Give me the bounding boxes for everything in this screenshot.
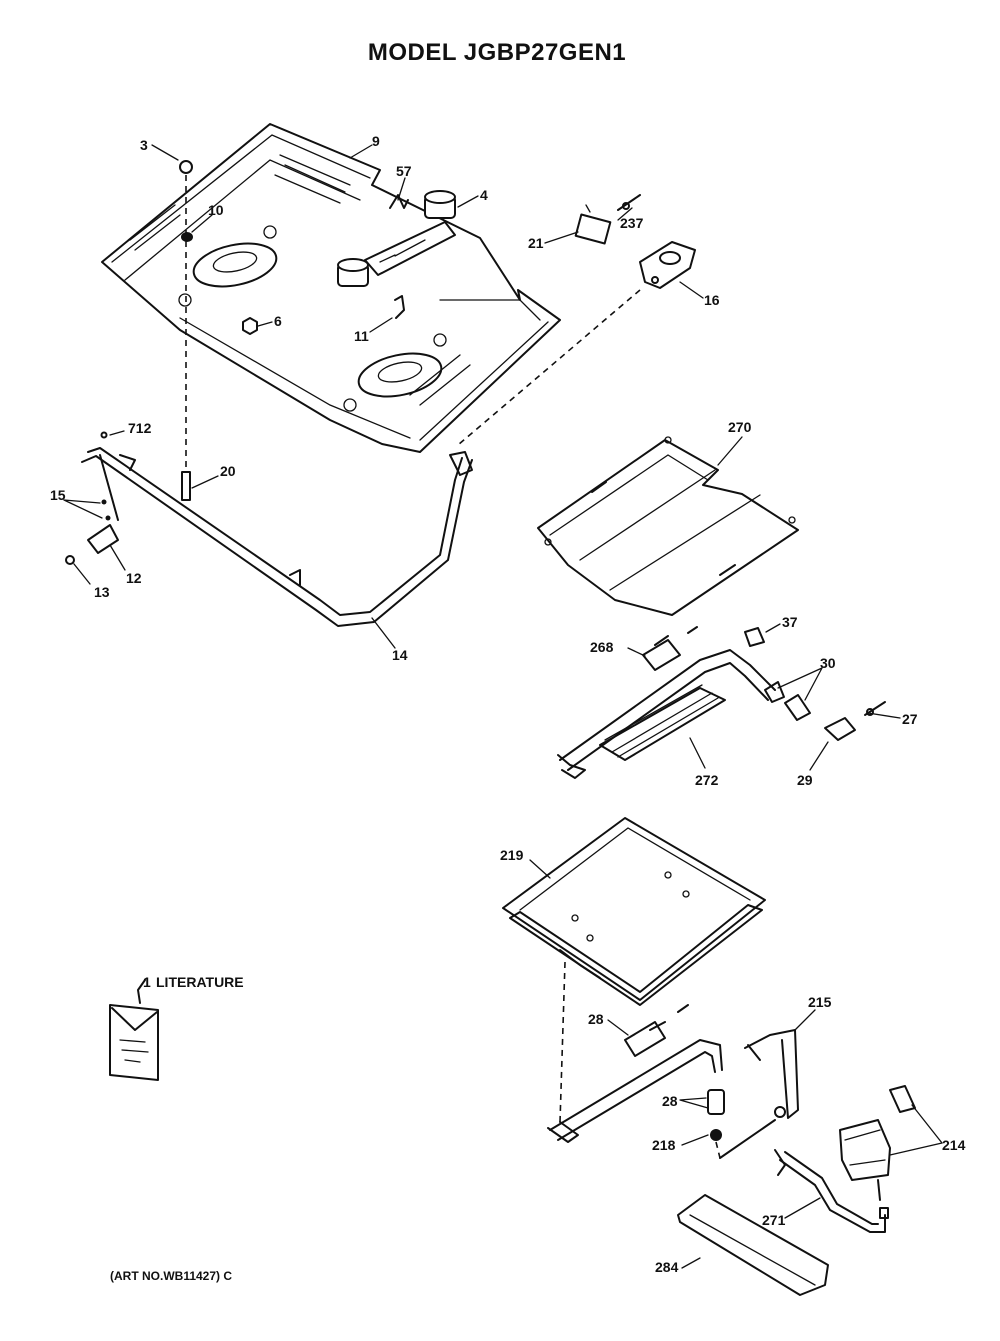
callout-6: 6 [274, 313, 282, 329]
callout-20: 20 [220, 463, 236, 479]
manifold-pipe-14 [81, 447, 473, 627]
broiler-burner-assembly [547, 1004, 776, 1159]
oven-bottom-219 [502, 817, 766, 1123]
callout-215: 215 [808, 994, 832, 1010]
callout-28-lower: 28 [662, 1093, 678, 1109]
callout-268: 268 [590, 639, 614, 655]
wire-237 [617, 194, 641, 211]
callout-284: 284 [655, 1259, 679, 1275]
callout-14: 14 [392, 647, 408, 663]
literature-envelope-icon [109, 979, 159, 1081]
callout-3: 3 [140, 137, 148, 153]
bracket-37 [744, 627, 765, 647]
shield-284 [677, 1194, 829, 1296]
callout-270: 270 [728, 419, 752, 435]
callout-16: 16 [704, 292, 720, 308]
spring-clip-11 [394, 295, 405, 319]
callout-9: 9 [372, 133, 380, 149]
callout-219: 219 [500, 847, 524, 863]
igniter-214 [839, 1085, 916, 1201]
callout-21: 21 [528, 235, 544, 251]
clip-57 [389, 194, 409, 209]
callout-13: 13 [94, 584, 110, 600]
literature-label: LITERATURE [156, 974, 244, 990]
callout-272: 272 [695, 772, 719, 788]
nut-13 [65, 555, 75, 565]
screw-15b [105, 515, 111, 521]
callout-15: 15 [50, 487, 66, 503]
callout-10: 10 [208, 202, 224, 218]
callout-30: 30 [820, 655, 836, 671]
bracket-215 [744, 1029, 799, 1176]
screw-15a [101, 499, 107, 505]
grommet-10 [181, 232, 193, 242]
callout-271: 271 [762, 1212, 786, 1228]
igniter-bracket-16 [457, 241, 696, 446]
callout-57: 57 [396, 163, 412, 179]
callout-214: 214 [942, 1137, 966, 1153]
callout-labels: 3 9 57 4 10 6 11 237 21 16 712 20 15 12 … [50, 133, 966, 1275]
callout-237: 237 [620, 215, 644, 231]
callout-leaders [63, 144, 943, 1269]
callout-37: 37 [782, 614, 798, 630]
diagram-title: MODEL JGBP27GEN1 [368, 39, 626, 66]
callout-27: 27 [902, 711, 918, 727]
oven-burner-assembly [557, 626, 886, 779]
callout-12: 12 [126, 570, 142, 586]
tube-20 [181, 471, 191, 501]
callout-11: 11 [354, 328, 369, 344]
burner-box-assembly [101, 123, 561, 453]
fastener-3 [179, 160, 193, 470]
callout-28-upper: 28 [588, 1011, 604, 1027]
panel-270 [537, 436, 799, 616]
valve-manifold-bracket [337, 190, 456, 287]
callout-4: 4 [480, 187, 488, 203]
screw-712 [100, 431, 108, 439]
igniter-21 [574, 204, 612, 245]
nut-6 [242, 317, 258, 335]
wire-271 [779, 1151, 889, 1233]
callout-218: 218 [652, 1137, 676, 1153]
orifice-12 [87, 524, 119, 554]
callout-29: 29 [797, 772, 813, 788]
art-number: (ART NO.WB11427) C [110, 1269, 232, 1283]
callout-712: 712 [128, 420, 152, 436]
callout-1: 1 [143, 974, 151, 990]
